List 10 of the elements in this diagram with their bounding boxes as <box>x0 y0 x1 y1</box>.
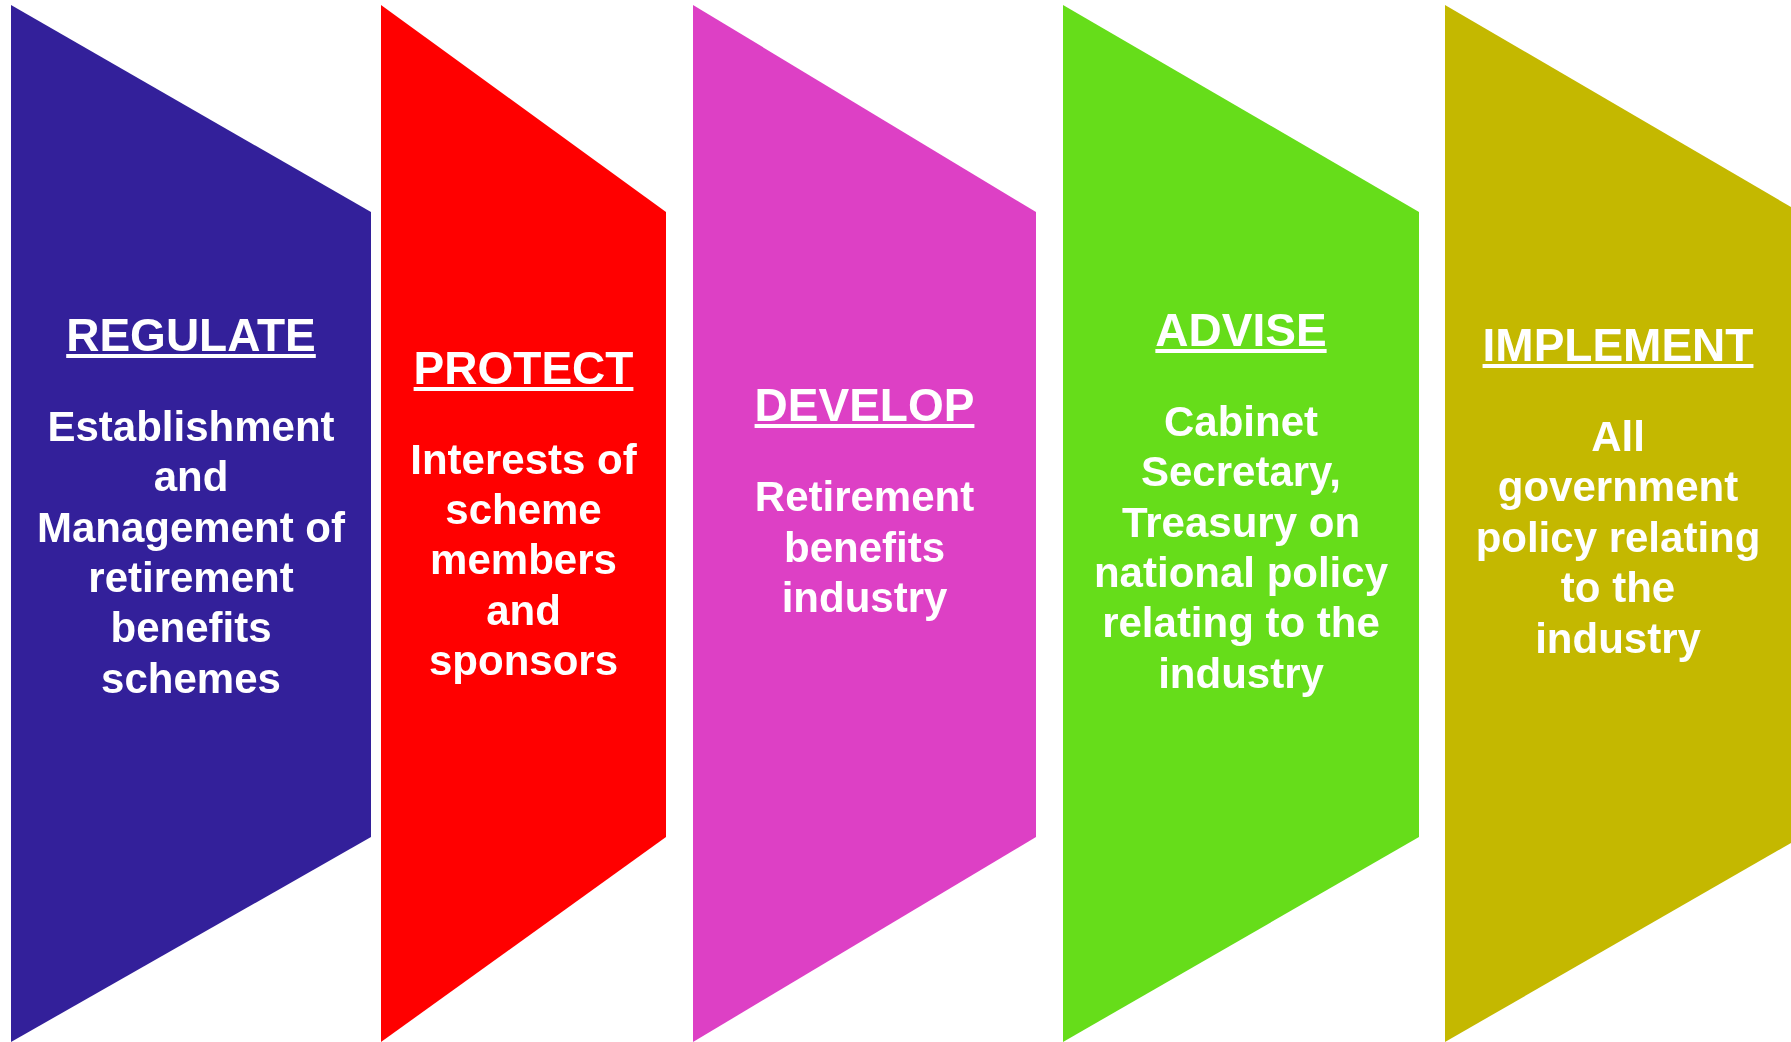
panel-heading: PROTECT <box>413 340 634 395</box>
panel-description: All government policy relating to the industry <box>1474 412 1762 664</box>
panel-heading: REGULATE <box>66 307 316 362</box>
panel-heading: DEVELOP <box>754 378 975 433</box>
panel-description: Interests of scheme members and sponsors <box>409 434 638 687</box>
panel-description: Cabinet Secretary, Treasury on national policy relating to the industry <box>1092 396 1389 699</box>
panel-description: Establishment and Management of retirement benefits schemes <box>36 401 346 704</box>
panel-description: Retirement benefits industry <box>753 472 976 624</box>
panel-heading: ADVISE <box>1155 302 1327 357</box>
panel-heading: IMPLEMENT <box>1482 318 1754 372</box>
